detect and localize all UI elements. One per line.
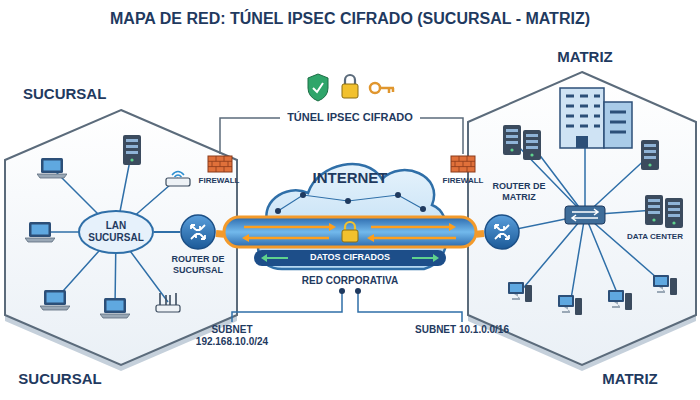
- server-rack: [645, 195, 663, 225]
- brick-lines: [208, 156, 232, 172]
- data-band: [254, 250, 446, 266]
- router-node: ROUTER DE MATRIZ: [484, 214, 520, 250]
- lock-icon: [342, 230, 358, 242]
- annotation-label: MATRIZ: [585, 370, 675, 388]
- laptop: [100, 298, 130, 318]
- server-rack: [641, 140, 659, 170]
- panel-node: SUCURSALLAN SUCURSALROUTER DE SUCURSAL: [5, 110, 237, 365]
- annotation-label: SUCURSAL: [15, 370, 105, 388]
- router-outline: [180, 214, 216, 250]
- node-text: INTERNET: [248, 169, 452, 187]
- annotation-label: DATA CENTER: [620, 232, 690, 242]
- node-text: ROUTER DE SUCURSAL: [156, 254, 240, 276]
- laptop: [25, 222, 55, 242]
- router-arrows: [495, 225, 509, 239]
- node-text: LAN SUCURSAL: [87, 220, 145, 244]
- lan-ellipse: [79, 211, 153, 253]
- annotation-label: FIREWALL: [189, 176, 249, 186]
- ipsec-tube: [224, 217, 476, 247]
- server-rack: [665, 198, 683, 228]
- tunnel-outline: [224, 217, 476, 273]
- server: [123, 135, 141, 165]
- router-arrows: [191, 225, 205, 239]
- network-switch: [565, 206, 605, 224]
- annotation-label: SUBNET 10.1.0.0/16: [415, 324, 510, 336]
- firewall-brick: [451, 156, 475, 172]
- firewall-icon: [451, 156, 475, 172]
- laptop: [40, 290, 70, 310]
- key-blade: [380, 88, 394, 93]
- cloud-node-dot: [420, 206, 426, 212]
- node-text: MATRIZ: [545, 48, 625, 66]
- server-rack: [503, 125, 521, 155]
- ellipse-node: LAN SUCURSAL: [78, 210, 154, 254]
- site-panel: [468, 72, 696, 365]
- router-outline: [484, 214, 520, 250]
- cloud-node-dot: [395, 192, 401, 198]
- building-door: [576, 136, 588, 148]
- leader-dot: [355, 288, 361, 294]
- leader-dot: [339, 288, 345, 294]
- lock-icon: [342, 84, 358, 98]
- switch-arrows: [572, 209, 598, 221]
- building-windows: [566, 96, 626, 132]
- cloud-node-dot: [300, 192, 306, 198]
- flow-arrow-head: [242, 223, 456, 242]
- subnet-leader: [232, 291, 462, 322]
- router-node: ROUTER DE SUCURSAL: [180, 214, 216, 250]
- node-text: SUCURSAL: [23, 85, 99, 103]
- node-text: ROUTER DE MATRIZ: [484, 181, 554, 203]
- router-symbol: [181, 215, 215, 249]
- cloud-node-dot: [345, 198, 351, 204]
- laptop: [37, 158, 67, 178]
- site-panel: [5, 110, 237, 365]
- firewall-brick: [208, 156, 232, 172]
- switch-body: [565, 206, 605, 224]
- server-rack: [523, 130, 541, 160]
- annotation-label: TÚNEL IPSEC CIFRADO: [280, 111, 420, 124]
- key-bow: [370, 83, 380, 93]
- annotation-label: FIREWALL: [433, 176, 493, 186]
- node-text: DATOS CIFRADOS: [280, 252, 420, 263]
- shield-icon: [308, 74, 328, 101]
- router-symbol: [485, 215, 519, 249]
- annotation-label: SUBNET 192.168.10.0/24: [185, 324, 280, 348]
- building-wing: [604, 102, 632, 148]
- brick-lines: [451, 156, 475, 172]
- cloud-node-dot: [275, 208, 281, 214]
- annotation-label: RED CORPORATIVA: [285, 275, 415, 287]
- firewall-icon: [208, 156, 232, 172]
- diagram-title: MAPA DE RED: TÚNEL IPSEC CIFRADO (SUCURS…: [0, 10, 700, 28]
- check-mark: [313, 83, 323, 92]
- tunnel-node: DATOS CIFRADOS: [224, 217, 476, 273]
- cloud-network: [278, 195, 423, 211]
